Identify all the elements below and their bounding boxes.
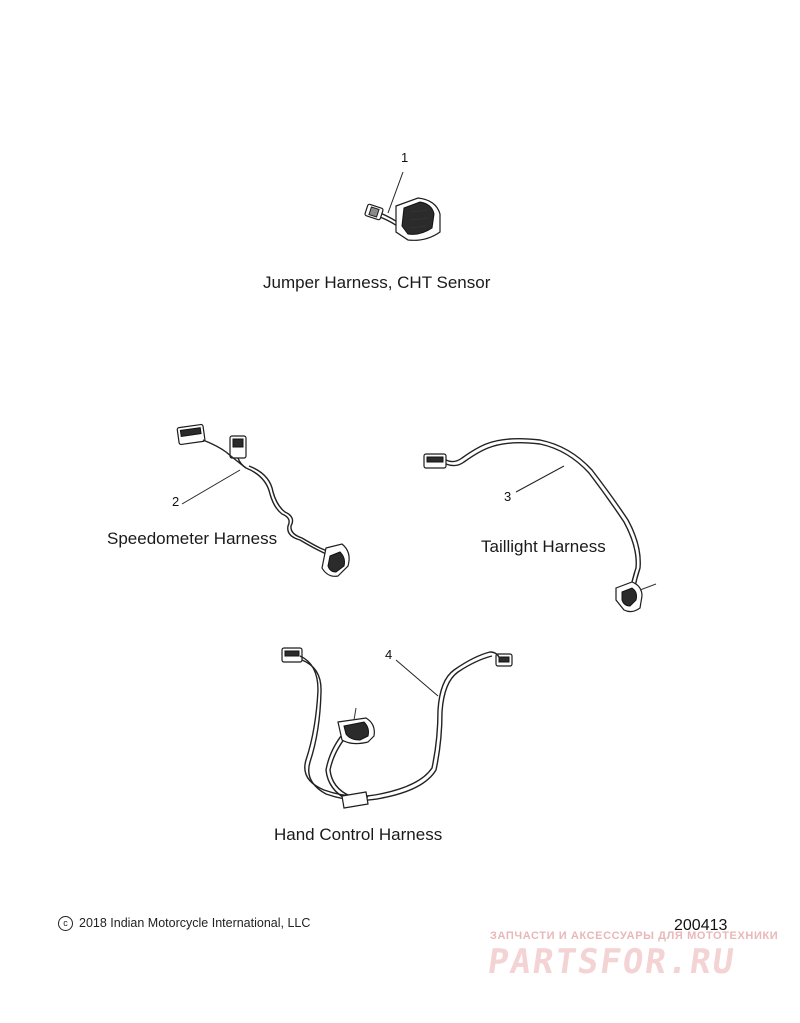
part-label-taillight-harness: Taillight Harness [481, 537, 606, 556]
callout-4: 4 [385, 647, 393, 662]
part-label-jumper-harness: Jumper Harness, CHT Sensor [263, 273, 491, 292]
watermark-tagline: ЗАПЧАСТИ И АКСЕССУАРЫ ДЛЯ МОТОТЕХНИКИ [490, 930, 779, 942]
copyright-text: 2018 Indian Motorcycle International, LL… [79, 916, 311, 930]
part-label-hand-control-harness: Hand Control Harness [274, 825, 443, 844]
taillight-harness-illustration [423, 437, 657, 613]
speedometer-harness-illustration [176, 423, 350, 577]
watermark-logo: PARTSFOR.RU [485, 942, 738, 982]
jumper-harness-illustration [364, 171, 441, 241]
part-label-speedometer-harness: Speedometer Harness [107, 529, 278, 548]
hand-control-harness-illustration [281, 647, 513, 809]
callout-1: 1 [401, 150, 409, 165]
callout-2: 2 [172, 494, 180, 509]
copyright-icon: c [58, 916, 73, 931]
figure-number: 200413 [674, 917, 728, 934]
copyright-notice: c 2018 Indian Motorcycle International, L… [58, 916, 310, 931]
callout-3: 3 [504, 489, 512, 504]
